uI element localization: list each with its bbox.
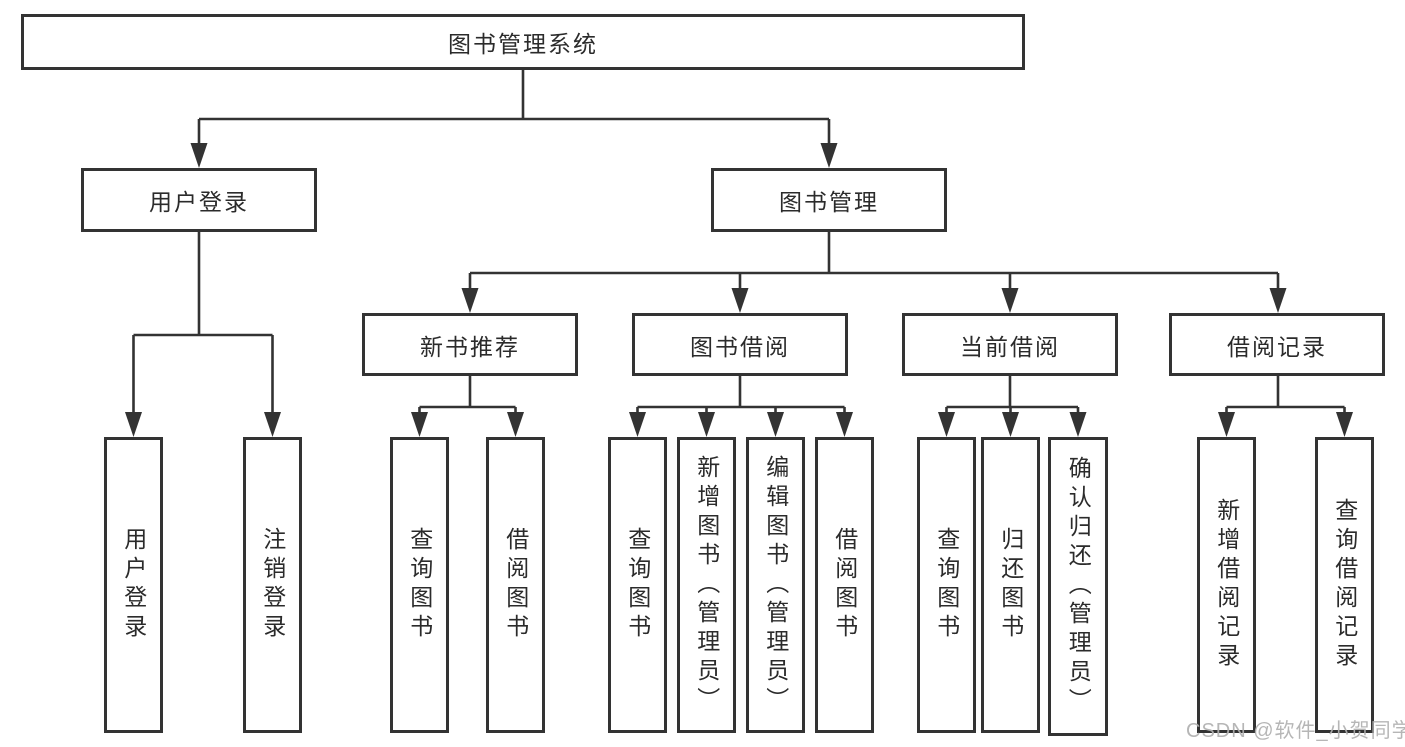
arrow-down-icon <box>1269 288 1287 313</box>
connector-bookmgmt-to-level3 <box>468 232 1280 290</box>
node-book-management: 图书管理 <box>711 168 947 232</box>
arrow-down-icon <box>938 412 955 437</box>
connector-borrowing-to-leaves <box>636 376 846 414</box>
arrow-down-icon <box>411 412 428 437</box>
arrow-down-icon <box>767 412 784 437</box>
node-new-book-recommend: 新书推荐 <box>362 313 578 376</box>
node-label: 当前借阅 <box>960 333 1060 360</box>
arrow-down-icon <box>461 288 479 313</box>
leaf-current-query-books: 查询图书 <box>917 437 976 733</box>
connector-records-to-leaves <box>1225 376 1346 414</box>
connector-userlogin-to-leaves <box>132 232 274 414</box>
leaf-label: 归还图书 <box>997 527 1024 643</box>
arrow-down-icon <box>731 288 749 313</box>
node-library-management-system: 图书管理系统 <box>21 14 1025 70</box>
leaf-logout: 注销登录 <box>243 437 302 733</box>
leaf-label: 注销登录 <box>259 527 286 643</box>
leaf-records-add-borrow-record: 新增借阅记录 <box>1197 437 1256 733</box>
leaf-label: 查询图书 <box>624 527 651 643</box>
arrow-down-icon <box>836 412 853 437</box>
arrow-down-icon <box>1069 412 1087 437</box>
leaf-label: 查询图书 <box>406 527 433 643</box>
leaf-borrowing-add-books-admin: 新增图书（管理员） <box>677 437 736 733</box>
arrow-down-icon <box>1002 412 1019 437</box>
leaf-label: 查询借阅记录 <box>1331 498 1358 672</box>
arrow-down-icon <box>698 412 715 437</box>
arrow-down-icon <box>190 143 208 168</box>
node-label: 图书借阅 <box>690 333 790 360</box>
leaf-records-query-borrow-record: 查询借阅记录 <box>1315 437 1374 733</box>
leaf-newbook-query-books: 查询图书 <box>390 437 449 733</box>
connector-root-to-level2 <box>197 69 831 146</box>
leaf-current-return-books: 归还图书 <box>981 437 1040 733</box>
leaf-borrowing-query-books: 查询图书 <box>608 437 667 733</box>
leaf-user-login: 用户登录 <box>104 437 163 733</box>
csdn-watermark: CSDN @软件_小贺同学 <box>1186 720 1405 742</box>
leaf-label: 借阅图书 <box>831 527 858 643</box>
node-label: 用户登录 <box>149 189 249 215</box>
arrow-down-icon <box>264 412 281 437</box>
arrow-down-icon <box>507 412 524 437</box>
leaf-label: 新增图书（管理员） <box>693 454 720 716</box>
node-book-borrowing: 图书借阅 <box>632 313 848 376</box>
node-borrow-records: 借阅记录 <box>1169 313 1385 376</box>
leaf-label: 借阅图书 <box>502 527 529 643</box>
connector-newbook-to-leaves <box>418 376 517 414</box>
arrow-down-icon <box>820 143 838 168</box>
leaf-label: 查询图书 <box>933 527 960 643</box>
connector-current-to-leaves <box>945 376 1080 414</box>
node-current-borrowing: 当前借阅 <box>902 313 1118 376</box>
leaf-label: 编辑图书（管理员） <box>762 454 789 716</box>
arrow-down-icon <box>629 412 646 437</box>
arrow-down-icon <box>1218 412 1235 437</box>
leaf-current-confirm-return-admin: 确认归还（管理员） <box>1048 437 1108 736</box>
arrow-down-icon <box>125 412 142 437</box>
arrow-down-icon <box>1336 412 1353 437</box>
leaf-borrowing-edit-books-admin: 编辑图书（管理员） <box>746 437 805 733</box>
leaf-label: 确认归还（管理员） <box>1065 456 1092 717</box>
leaf-label: 新增借阅记录 <box>1213 498 1240 672</box>
node-label: 借阅记录 <box>1227 333 1327 360</box>
node-user-login: 用户登录 <box>81 168 317 232</box>
leaf-borrowing-borrow-books: 借阅图书 <box>815 437 874 733</box>
node-label: 图书管理 <box>779 189 879 215</box>
leaf-newbook-borrow-books: 借阅图书 <box>486 437 545 733</box>
leaf-label: 用户登录 <box>120 527 147 643</box>
node-label: 新书推荐 <box>420 333 520 360</box>
node-label: 图书管理系统 <box>448 31 598 57</box>
arrow-down-icon <box>1001 288 1019 313</box>
